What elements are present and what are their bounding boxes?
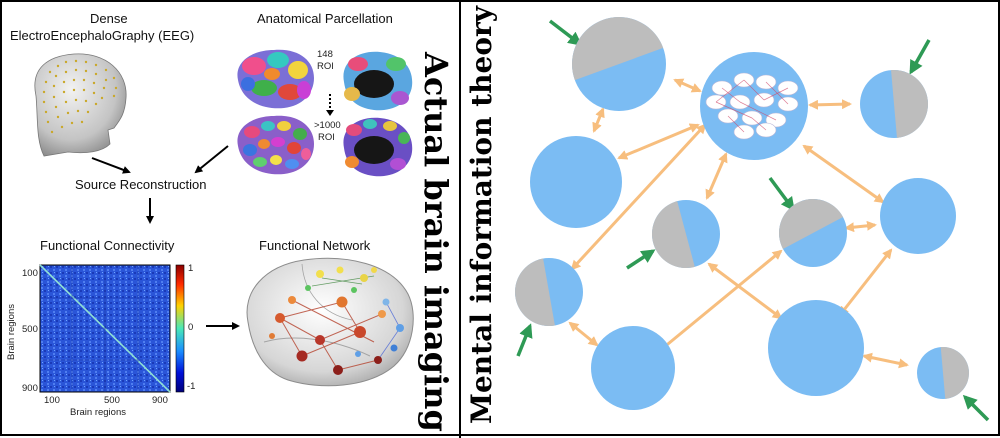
eeg-head-image (34, 53, 127, 157)
colorbar-tick-zero: 0 (188, 322, 194, 333)
connectivity-xlabel: Brain regions (70, 407, 126, 418)
parcellation-148-brains (237, 49, 413, 111)
parcellation-to-source-arrow (194, 145, 229, 174)
node-8 (515, 258, 583, 326)
node-4 (530, 136, 622, 228)
node-6 (779, 199, 847, 267)
connection-n2-n4 (617, 123, 700, 160)
parcellation-fine-unit: ROI (318, 132, 335, 143)
mini-brain-link (743, 79, 765, 101)
eeg-to-source-arrow (91, 157, 131, 174)
connection-n7-n11 (655, 249, 783, 355)
functional-network-brain (246, 257, 414, 387)
network-title: Functional Network (259, 238, 371, 253)
node-2 (700, 52, 808, 160)
mini-brain-link (763, 87, 789, 101)
node-7-blue-region (880, 178, 956, 254)
input-pointer-arrows (516, 19, 990, 422)
connectivity-ytick-900: 900 (22, 383, 38, 394)
node-10 (591, 326, 675, 410)
mini-brain-link (751, 117, 767, 131)
colorbar-tick-min: -1 (187, 381, 196, 392)
connectivity-ytick-500: 500 (22, 324, 38, 335)
colorbar-tick-max: 1 (188, 263, 194, 274)
node-1-gray-region (572, 17, 664, 81)
parcellation-dotted-arrow (326, 94, 334, 116)
connectivity-matrix (39, 264, 171, 393)
connection-n2-n3 (808, 99, 852, 110)
node-9-blue-region (768, 300, 864, 396)
node-7 (880, 178, 956, 254)
source-reconstruction-label: Source Reconstruction (75, 177, 207, 192)
mini-brain-link (715, 79, 745, 103)
eeg-title-line1: Dense (90, 11, 128, 26)
connection-n8-n10 (838, 248, 893, 317)
parcellation-1000-brains (237, 115, 413, 177)
connectivity-colorbar (175, 264, 185, 393)
eeg-title-line2: ElectroEncephaloGraphy (EEG) (10, 28, 195, 43)
node-10-blue-region (591, 326, 675, 410)
pointer-n3 (909, 39, 931, 75)
mini-brain-link (765, 81, 789, 105)
node-3 (860, 70, 928, 138)
parcellation-coarse-count: 148 (317, 49, 333, 60)
mini-brain-link (721, 87, 741, 103)
pointer-n12 (962, 394, 990, 422)
connectivity-title: Functional Connectivity (40, 238, 175, 253)
node-6-gray-region (779, 199, 844, 249)
mini-brain-link (715, 101, 753, 119)
pointer-n1 (548, 19, 583, 46)
parcellation-coarse-unit: ROI (317, 61, 334, 72)
node-3-gray-region (891, 70, 928, 138)
node-9 (768, 300, 864, 396)
mini-brain-link (727, 115, 745, 133)
connectivity-xtick-500: 500 (104, 395, 120, 406)
connection-n2-n8 (802, 144, 885, 204)
panel-divider (459, 2, 461, 438)
pointer-n7 (768, 176, 795, 212)
mini-brain-link (739, 101, 777, 121)
parcellation-title: Anatomical Parcellation (257, 11, 393, 26)
node-2-blue-region (700, 52, 808, 160)
connectivity-ytick-100: 100 (22, 268, 38, 279)
node-11 (917, 347, 969, 399)
information-nodes (515, 17, 969, 410)
connection-n2-n9 (570, 123, 707, 271)
pointer-n5 (626, 249, 656, 270)
connection-n1-n2 (673, 78, 702, 93)
node-11-gray-region (940, 347, 969, 399)
connection-n10-n12 (862, 352, 909, 369)
connection-n6-n10 (707, 262, 783, 320)
connection-n7-n8 (844, 220, 877, 233)
node-1 (572, 17, 666, 111)
connectivity-xtick-100: 100 (44, 395, 60, 406)
connection-n9-n11 (568, 321, 599, 347)
node-4-blue-region (530, 136, 622, 228)
connection-n1-n4 (592, 107, 605, 133)
pointer-n9 (516, 323, 533, 357)
node-8-gray-region (515, 258, 555, 326)
parcellation-fine-count: >1000 (314, 120, 341, 131)
connection-n2-n6 (705, 152, 728, 200)
node-5 (652, 200, 720, 269)
node-5-gray-region (652, 201, 695, 269)
connection-arrows (568, 78, 909, 369)
connectivity-xtick-900: 900 (152, 395, 168, 406)
